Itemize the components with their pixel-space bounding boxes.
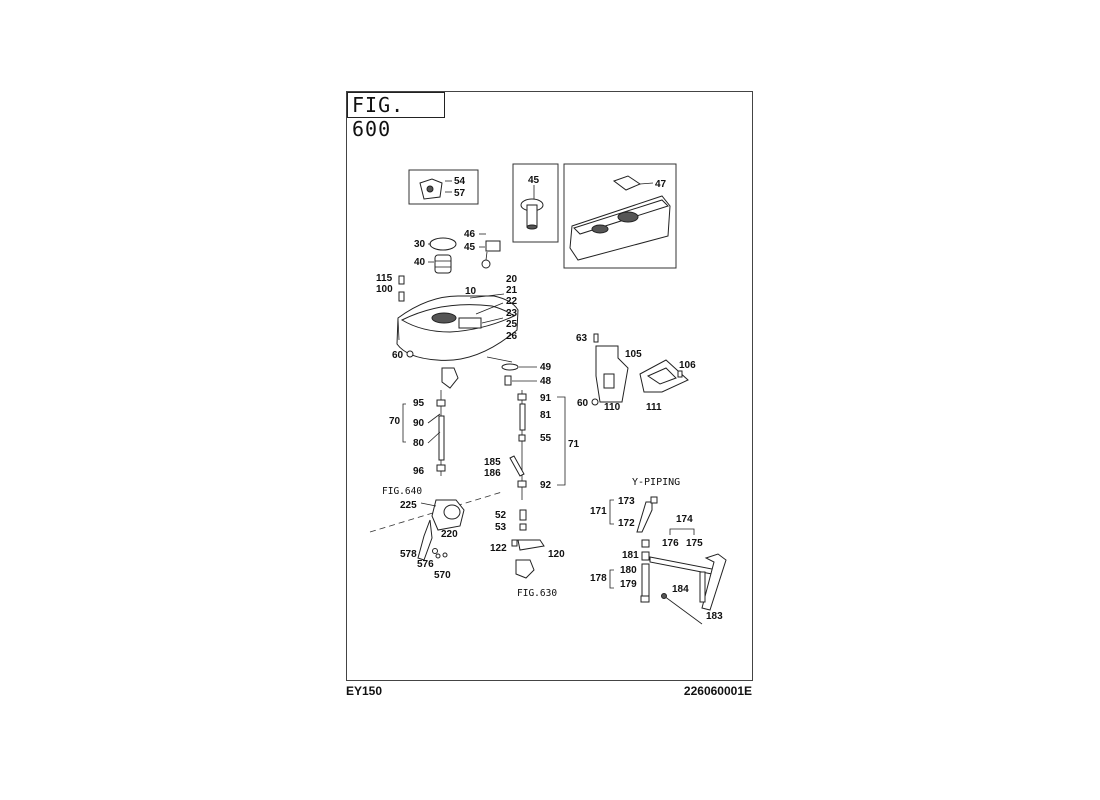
callout-45-bracket: 45 (464, 242, 476, 253)
y-piping-title: Y-PIPING (632, 477, 680, 488)
inset-fuel-cock: 54 57 (408, 169, 479, 205)
callout-25: 25 (506, 319, 518, 330)
callout-46: 46 (464, 229, 476, 240)
callout-175: 175 (686, 538, 703, 549)
ref-fig-640: FIG.640 (382, 486, 422, 497)
callout-174: 174 (676, 514, 693, 525)
callout-52: 52 (495, 510, 507, 521)
callout-53: 53 (495, 522, 507, 533)
callout-23: 23 (506, 308, 518, 319)
callout-184: 184 (672, 584, 689, 595)
callout-106: 106 (679, 360, 696, 371)
callout-110: 110 (604, 402, 621, 413)
callout-576: 576 (417, 559, 434, 570)
fuel-tank-assembly: 30 40 46 45 115 100 20 21 10 22 23 2 (376, 229, 552, 389)
ref-fig-630: FIG.630 (517, 588, 557, 599)
callout-47: 47 (655, 179, 667, 190)
model-name: EY150 (346, 684, 383, 698)
inset-strainer: 45 (512, 163, 559, 243)
callout-63: 63 (576, 333, 588, 344)
callout-220: 220 (441, 529, 458, 540)
callout-91: 91 (540, 393, 552, 404)
callout-30: 30 (414, 239, 426, 250)
callout-185: 185 (484, 457, 501, 468)
callout-60-right: 60 (577, 398, 589, 409)
callout-60-left: 60 (392, 350, 404, 361)
callout-55: 55 (540, 433, 552, 444)
callout-180: 180 (620, 565, 637, 576)
y-piping-assembly: Y-PIPING 173 171 172 174 176 175 181 180… (590, 477, 727, 625)
callout-179: 179 (620, 579, 637, 590)
callout-21: 21 (506, 285, 518, 296)
callout-57: 57 (454, 188, 466, 199)
drawing-frame (346, 91, 753, 681)
fuel-line-71: 91 81 55 71 185 186 92 (484, 390, 580, 500)
callout-173: 173 (618, 496, 635, 507)
callout-172: 172 (618, 518, 635, 529)
callout-96: 96 (413, 466, 425, 477)
callout-90: 90 (413, 418, 425, 429)
callout-92: 92 (540, 480, 552, 491)
callout-71: 71 (568, 439, 580, 450)
callout-225: 225 (400, 500, 417, 511)
callout-578: 578 (400, 549, 417, 560)
figure-label: FIG. 600 (347, 92, 445, 141)
callout-54: 54 (454, 176, 466, 187)
carburetor-assembly: FIG.640 225 220 578 576 570 (382, 486, 465, 581)
callout-122: 122 (490, 543, 507, 554)
callout-48: 48 (540, 376, 552, 387)
callout-10: 10 (465, 286, 477, 297)
callout-22: 22 (506, 296, 518, 307)
callout-26: 26 (506, 331, 518, 342)
callout-181: 181 (622, 550, 639, 561)
callout-120: 120 (548, 549, 565, 560)
inset-tank-cover: 47 (563, 163, 677, 269)
callout-20: 20 (506, 274, 518, 285)
callout-49: 49 (540, 362, 552, 373)
fuel-line-70: 95 70 90 80 96 (389, 390, 446, 477)
callout-105: 105 (625, 349, 642, 360)
document-number: 226060001E (683, 684, 752, 698)
callout-70: 70 (389, 416, 401, 427)
strainer-cup-assembly: 52 53 122 120 FIG.630 (490, 509, 565, 599)
callout-183: 183 (706, 611, 723, 622)
callout-95: 95 (413, 398, 425, 409)
callout-570: 570 (434, 570, 451, 581)
callout-40: 40 (414, 257, 426, 268)
callout-178: 178 (590, 573, 607, 584)
tank-brackets: 63 105 60 110 106 111 (576, 333, 696, 413)
callout-176: 176 (662, 538, 679, 549)
callout-186: 186 (484, 468, 501, 479)
callout-45-strainer: 45 (528, 175, 540, 186)
callout-171: 171 (590, 506, 607, 517)
callout-81: 81 (540, 410, 552, 421)
callout-100: 100 (376, 284, 393, 295)
callout-115: 115 (376, 273, 393, 284)
callout-80: 80 (413, 438, 425, 449)
callout-111: 111 (646, 402, 662, 413)
split-line (369, 491, 503, 533)
